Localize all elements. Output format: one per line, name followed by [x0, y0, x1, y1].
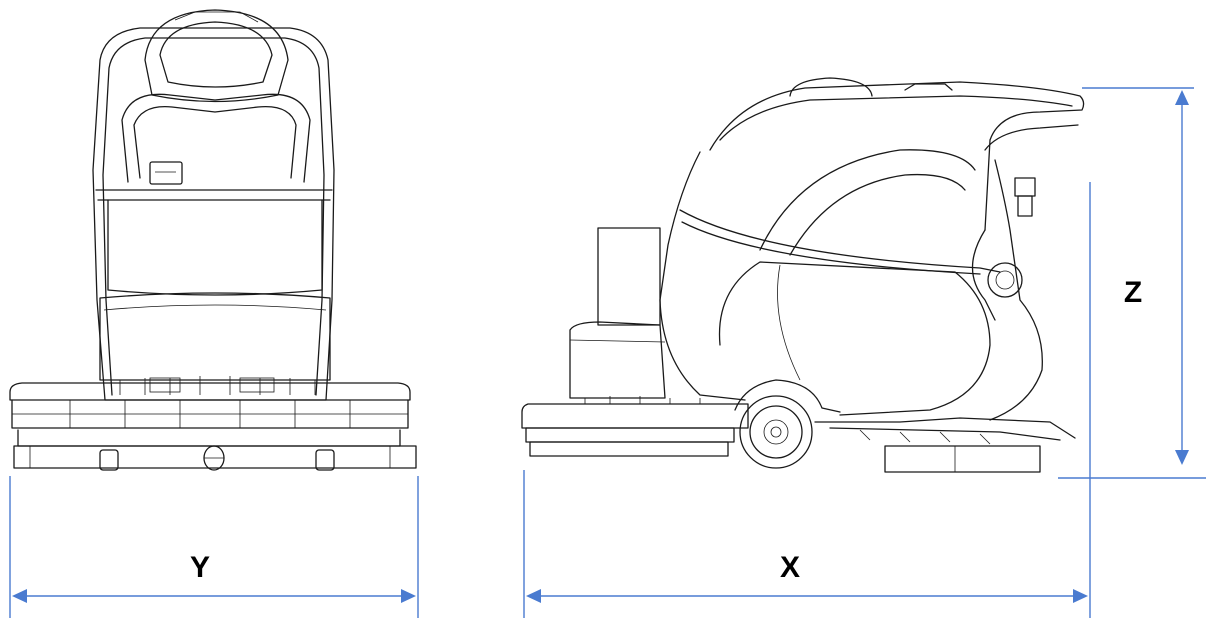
- height-arrow-top: [1175, 90, 1189, 105]
- width-arrow-left: [12, 589, 27, 603]
- side-view-machine: [521, 77, 1085, 473]
- length-label: X: [780, 551, 800, 584]
- height-dimension: [1058, 87, 1206, 479]
- width-label: Y: [190, 551, 210, 584]
- width-dimension: [9, 476, 419, 618]
- front-view-machine: [9, 9, 417, 471]
- height-arrow-bottom: [1175, 450, 1189, 465]
- length-dimension: [523, 182, 1091, 618]
- height-label: Z: [1124, 276, 1142, 309]
- length-arrow-right: [1073, 589, 1088, 603]
- width-arrow-right: [401, 589, 416, 603]
- length-arrow-left: [526, 589, 541, 603]
